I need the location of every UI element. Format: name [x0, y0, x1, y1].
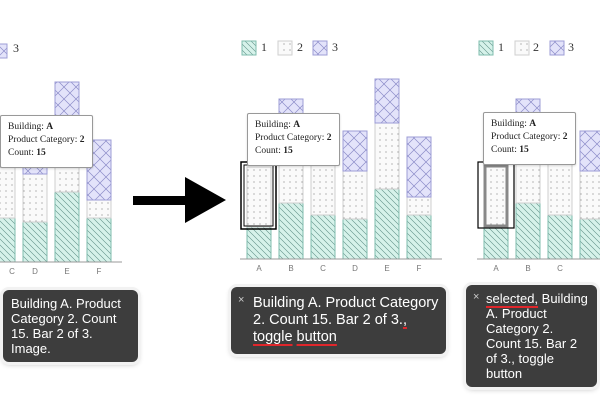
- legend-label-3: 3: [568, 40, 574, 54]
- tooltip-building-value: A: [529, 119, 537, 129]
- bar-C-series-2[interactable]: [0, 165, 16, 219]
- bar-D-series-1[interactable]: [342, 218, 368, 260]
- legend-label-2: 2: [533, 40, 539, 54]
- bar-D-series-1[interactable]: [22, 221, 48, 263]
- screen-reader-output-before: Building A. Product Category 2. Count 15…: [3, 290, 138, 362]
- bar-B-series-2[interactable]: [278, 158, 304, 204]
- legend-swatch-1: [478, 40, 494, 56]
- selected-bar-outline: [483, 164, 509, 228]
- bar-C-series-1[interactable]: [0, 217, 16, 263]
- tooltip-category-label: Product Category:: [491, 132, 561, 142]
- x-tick-label: C: [9, 267, 15, 276]
- tooltip-building-label: Building:: [255, 120, 291, 130]
- role-announcement: button: [296, 329, 337, 345]
- x-tick-label: D: [352, 264, 358, 273]
- tooltip-count-value: 15: [519, 145, 529, 155]
- bar-E-series-2[interactable]: [374, 122, 400, 190]
- legend-swatch-1: [241, 40, 257, 56]
- bar-A-series-1[interactable]: [483, 226, 509, 260]
- state-announcement: selected,: [486, 291, 539, 306]
- bar-A-series-2[interactable]: [483, 166, 509, 228]
- x-tick-label: B: [288, 264, 294, 273]
- bar-F-series-2[interactable]: [86, 199, 112, 219]
- x-tick-label: F: [416, 264, 422, 273]
- tooltip-building-value: A: [293, 120, 301, 130]
- bar-F-series-2[interactable]: [406, 196, 432, 216]
- legend-label-1: 1: [498, 40, 504, 54]
- speech-line: 2. Count 15. Bar 2 of 3.: [253, 312, 403, 328]
- bar-D-series-3[interactable]: [342, 130, 368, 172]
- bar-tooltip: Building: A Product Category: 2 Count: 1…: [483, 112, 576, 165]
- legend-label-3: 3: [13, 41, 19, 55]
- x-tick-label: C: [557, 264, 563, 273]
- legend-swatch-3: [549, 40, 565, 56]
- legend-swatch-3: [0, 43, 8, 59]
- speech-line: Category 2. Count 15. Bar 2 of: [486, 321, 578, 366]
- legend-label-1: 1: [261, 40, 267, 54]
- x-tick-label: A: [256, 264, 262, 273]
- bar-E-series-1[interactable]: [54, 191, 80, 263]
- speech-line: Building A. Product: [486, 291, 588, 321]
- x-tick-label: E: [384, 264, 390, 273]
- x-tick-label: E: [64, 267, 70, 276]
- bar-tooltip: Building: A Product Category: 2 Count: 1…: [0, 115, 93, 168]
- panel-after-focus: [240, 40, 442, 260]
- tooltip-count-label: Count:: [491, 145, 517, 155]
- bar-C-series-1[interactable]: [547, 214, 573, 260]
- close-icon[interactable]: ×: [473, 291, 480, 303]
- bar-F-series-3[interactable]: [86, 139, 112, 201]
- bar-C-series-2[interactable]: [310, 162, 336, 216]
- screen-reader-output-select: × selected, Building A. Product Category…: [466, 285, 597, 387]
- tooltip-count-value: 15: [36, 148, 46, 158]
- tooltip-building-label: Building:: [8, 122, 44, 132]
- close-icon[interactable]: ×: [238, 294, 245, 306]
- legend-label-3: 3: [332, 40, 338, 54]
- tooltip-building-value: A: [46, 122, 54, 132]
- legend-swatch-2: [277, 40, 293, 56]
- tooltip-category-label: Product Category:: [255, 133, 325, 143]
- tooltip-category-value: 2: [326, 133, 332, 143]
- bar-B-series-2[interactable]: [515, 158, 541, 204]
- bar-tooltip: Building: A Product Category: 2 Count: 1…: [247, 113, 340, 166]
- bar-D-series-2[interactable]: [579, 170, 600, 220]
- arrow-right-icon: [133, 177, 226, 223]
- bar-F-series-1[interactable]: [86, 217, 112, 263]
- bar-F-series-1[interactable]: [406, 214, 432, 260]
- x-tick-label: C: [320, 264, 326, 273]
- bar-F-series-3[interactable]: [406, 136, 432, 198]
- x-tick-label: F: [96, 267, 102, 276]
- tooltip-category-label: Product Category:: [8, 135, 78, 145]
- tooltip-building-label: Building:: [491, 119, 527, 129]
- tooltip-category-value: 2: [79, 135, 85, 145]
- x-tick-label: B: [525, 264, 531, 273]
- x-tick-label: D: [32, 267, 38, 276]
- bar-E-series-3[interactable]: [374, 78, 400, 124]
- speech-line: Building A. Product Category: [253, 295, 439, 311]
- tooltip-category-value: 2: [562, 132, 568, 142]
- speech-line: 3., toggle button: [486, 351, 554, 381]
- bar-D-series-2[interactable]: [22, 173, 48, 223]
- bar-C-series-1[interactable]: [310, 214, 336, 260]
- bar-B-series-1[interactable]: [515, 202, 541, 260]
- speech-line: Count 15. Bar 2 of 3. Image.: [11, 311, 117, 356]
- bar-B-series-1[interactable]: [278, 202, 304, 260]
- bar-E-series-1[interactable]: [374, 188, 400, 260]
- bar-D-series-2[interactable]: [342, 170, 368, 220]
- bar-D-series-1[interactable]: [579, 218, 600, 260]
- tooltip-count-label: Count:: [8, 148, 34, 158]
- speech-line: Building A. Product Category 2.: [11, 296, 121, 326]
- tooltip-count-value: 15: [283, 146, 293, 156]
- bar-A-series-1[interactable]: [246, 226, 272, 260]
- legend-label-2: 2: [297, 40, 303, 54]
- legend-swatch-3: [312, 40, 328, 56]
- tooltip-count-label: Count:: [255, 146, 281, 156]
- bar-C-series-2[interactable]: [547, 162, 573, 216]
- bar-A-series-2[interactable]: [246, 166, 272, 228]
- role-announcement: , toggle: [253, 312, 407, 345]
- x-tick-label: A: [493, 264, 499, 273]
- screen-reader-output-focus: × Building A. Product Category 2. Count …: [231, 287, 446, 354]
- bar-D-series-3[interactable]: [579, 130, 600, 172]
- legend-swatch-2: [514, 40, 530, 56]
